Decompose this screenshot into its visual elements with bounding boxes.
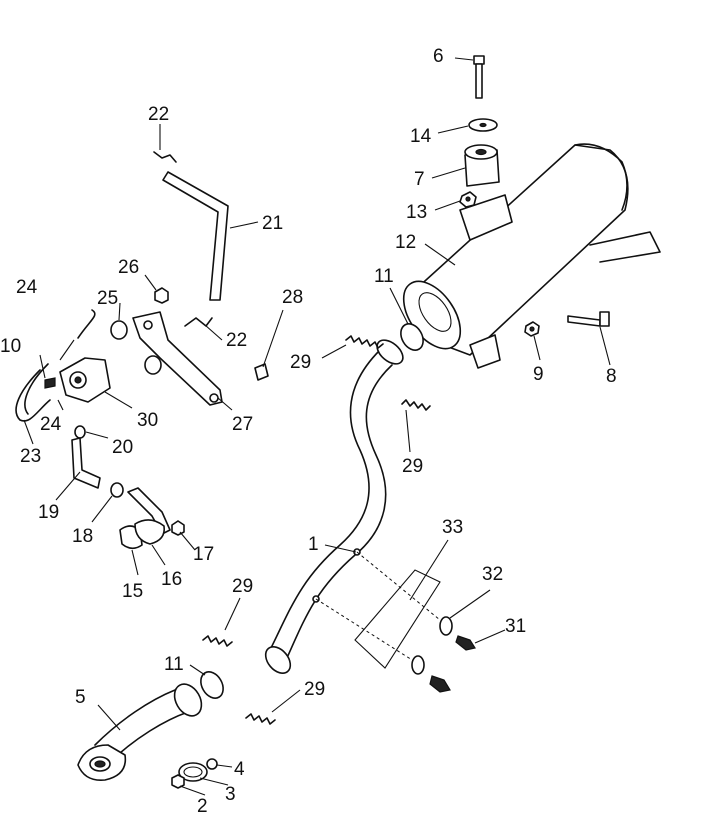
callout-24-top: 24 (16, 277, 38, 298)
callout-33: 33 (442, 517, 463, 538)
nut-26 (154, 287, 169, 304)
nut-4 (206, 758, 218, 770)
nut-13 (459, 191, 477, 208)
callout-29-top: 29 (290, 352, 311, 373)
callout-2: 2 (197, 796, 208, 817)
callout-5: 5 (75, 687, 86, 708)
spring-29-mid (202, 635, 233, 647)
callout-23: 23 (20, 446, 41, 467)
callout-4: 4 (234, 759, 245, 780)
gasket-11-lower (200, 671, 224, 699)
callout-9: 9 (533, 364, 544, 385)
spring-29-bottom (245, 713, 276, 725)
callout-14: 14 (410, 126, 432, 147)
clamp-18 (110, 482, 124, 498)
air-valve-30 (59, 357, 111, 403)
callout-27: 27 (232, 414, 253, 435)
callout-6: 6 (433, 46, 444, 67)
gasket-3 (178, 762, 208, 782)
callout-19: 19 (38, 502, 59, 523)
callout-15: 15 (122, 581, 143, 602)
callout-21: 21 (262, 213, 283, 234)
callout-24-lower: 24 (40, 414, 62, 435)
spring-29-right (401, 399, 431, 411)
callout-12: 12 (395, 232, 416, 253)
callout-13: 13 (406, 202, 427, 223)
callout-29-bottom: 29 (304, 679, 325, 700)
callout-7: 7 (414, 169, 425, 190)
clip-22-mid (184, 317, 213, 327)
callout-18: 18 (72, 526, 93, 547)
callout-17: 17 (193, 544, 214, 565)
screw-31-lower (429, 675, 451, 693)
washer-32-upper (439, 616, 453, 636)
header-pipe (264, 339, 404, 674)
spring-29-top (345, 335, 384, 349)
washer-32-lower (411, 655, 425, 675)
callout-11-upper: 11 (374, 266, 394, 287)
gasket-11-upper (400, 323, 424, 351)
callout-3: 3 (225, 784, 236, 805)
hose-23 (15, 369, 51, 422)
bolt-8 (567, 311, 610, 327)
callout-22-mid: 22 (226, 330, 247, 351)
callout-20: 20 (112, 437, 133, 458)
bushing-7 (464, 144, 500, 187)
callout-29-mid: 29 (232, 576, 253, 597)
callout-32: 32 (482, 564, 503, 585)
bolt-28 (254, 363, 269, 381)
callout-25: 25 (97, 288, 118, 309)
hose-21 (162, 171, 229, 301)
callout-8: 8 (606, 366, 617, 387)
bolt-6 (473, 55, 485, 99)
clamp-20 (74, 425, 86, 439)
callout-28: 28 (282, 287, 303, 308)
screw-10 (44, 377, 56, 389)
leader-lines (23, 57, 611, 796)
gasket-16 (134, 519, 166, 545)
nut-2 (171, 774, 185, 789)
hose-19 (71, 437, 101, 489)
bushing-25 (110, 320, 128, 340)
callout-31: 31 (505, 616, 526, 637)
heat-shield-33 (315, 551, 441, 669)
clip-22-top (153, 151, 177, 163)
callout-11-lower: 11 (164, 654, 184, 675)
callout-22-top: 22 (148, 104, 169, 125)
callout-16: 16 (161, 569, 182, 590)
callout-26: 26 (118, 257, 139, 278)
callout-1: 1 (308, 534, 319, 555)
hose-24 (77, 309, 96, 339)
callout-30: 30 (137, 410, 158, 431)
callout-10: 10 (0, 336, 21, 357)
screw-31-upper (455, 635, 476, 651)
callout-29-right: 29 (402, 456, 423, 477)
exhaust-bend-5 (77, 683, 203, 782)
nut-9 (524, 321, 540, 337)
callout-labels: 6 14 7 13 12 11 8 9 29 29 1 33 32 31 29 … (0, 46, 617, 817)
